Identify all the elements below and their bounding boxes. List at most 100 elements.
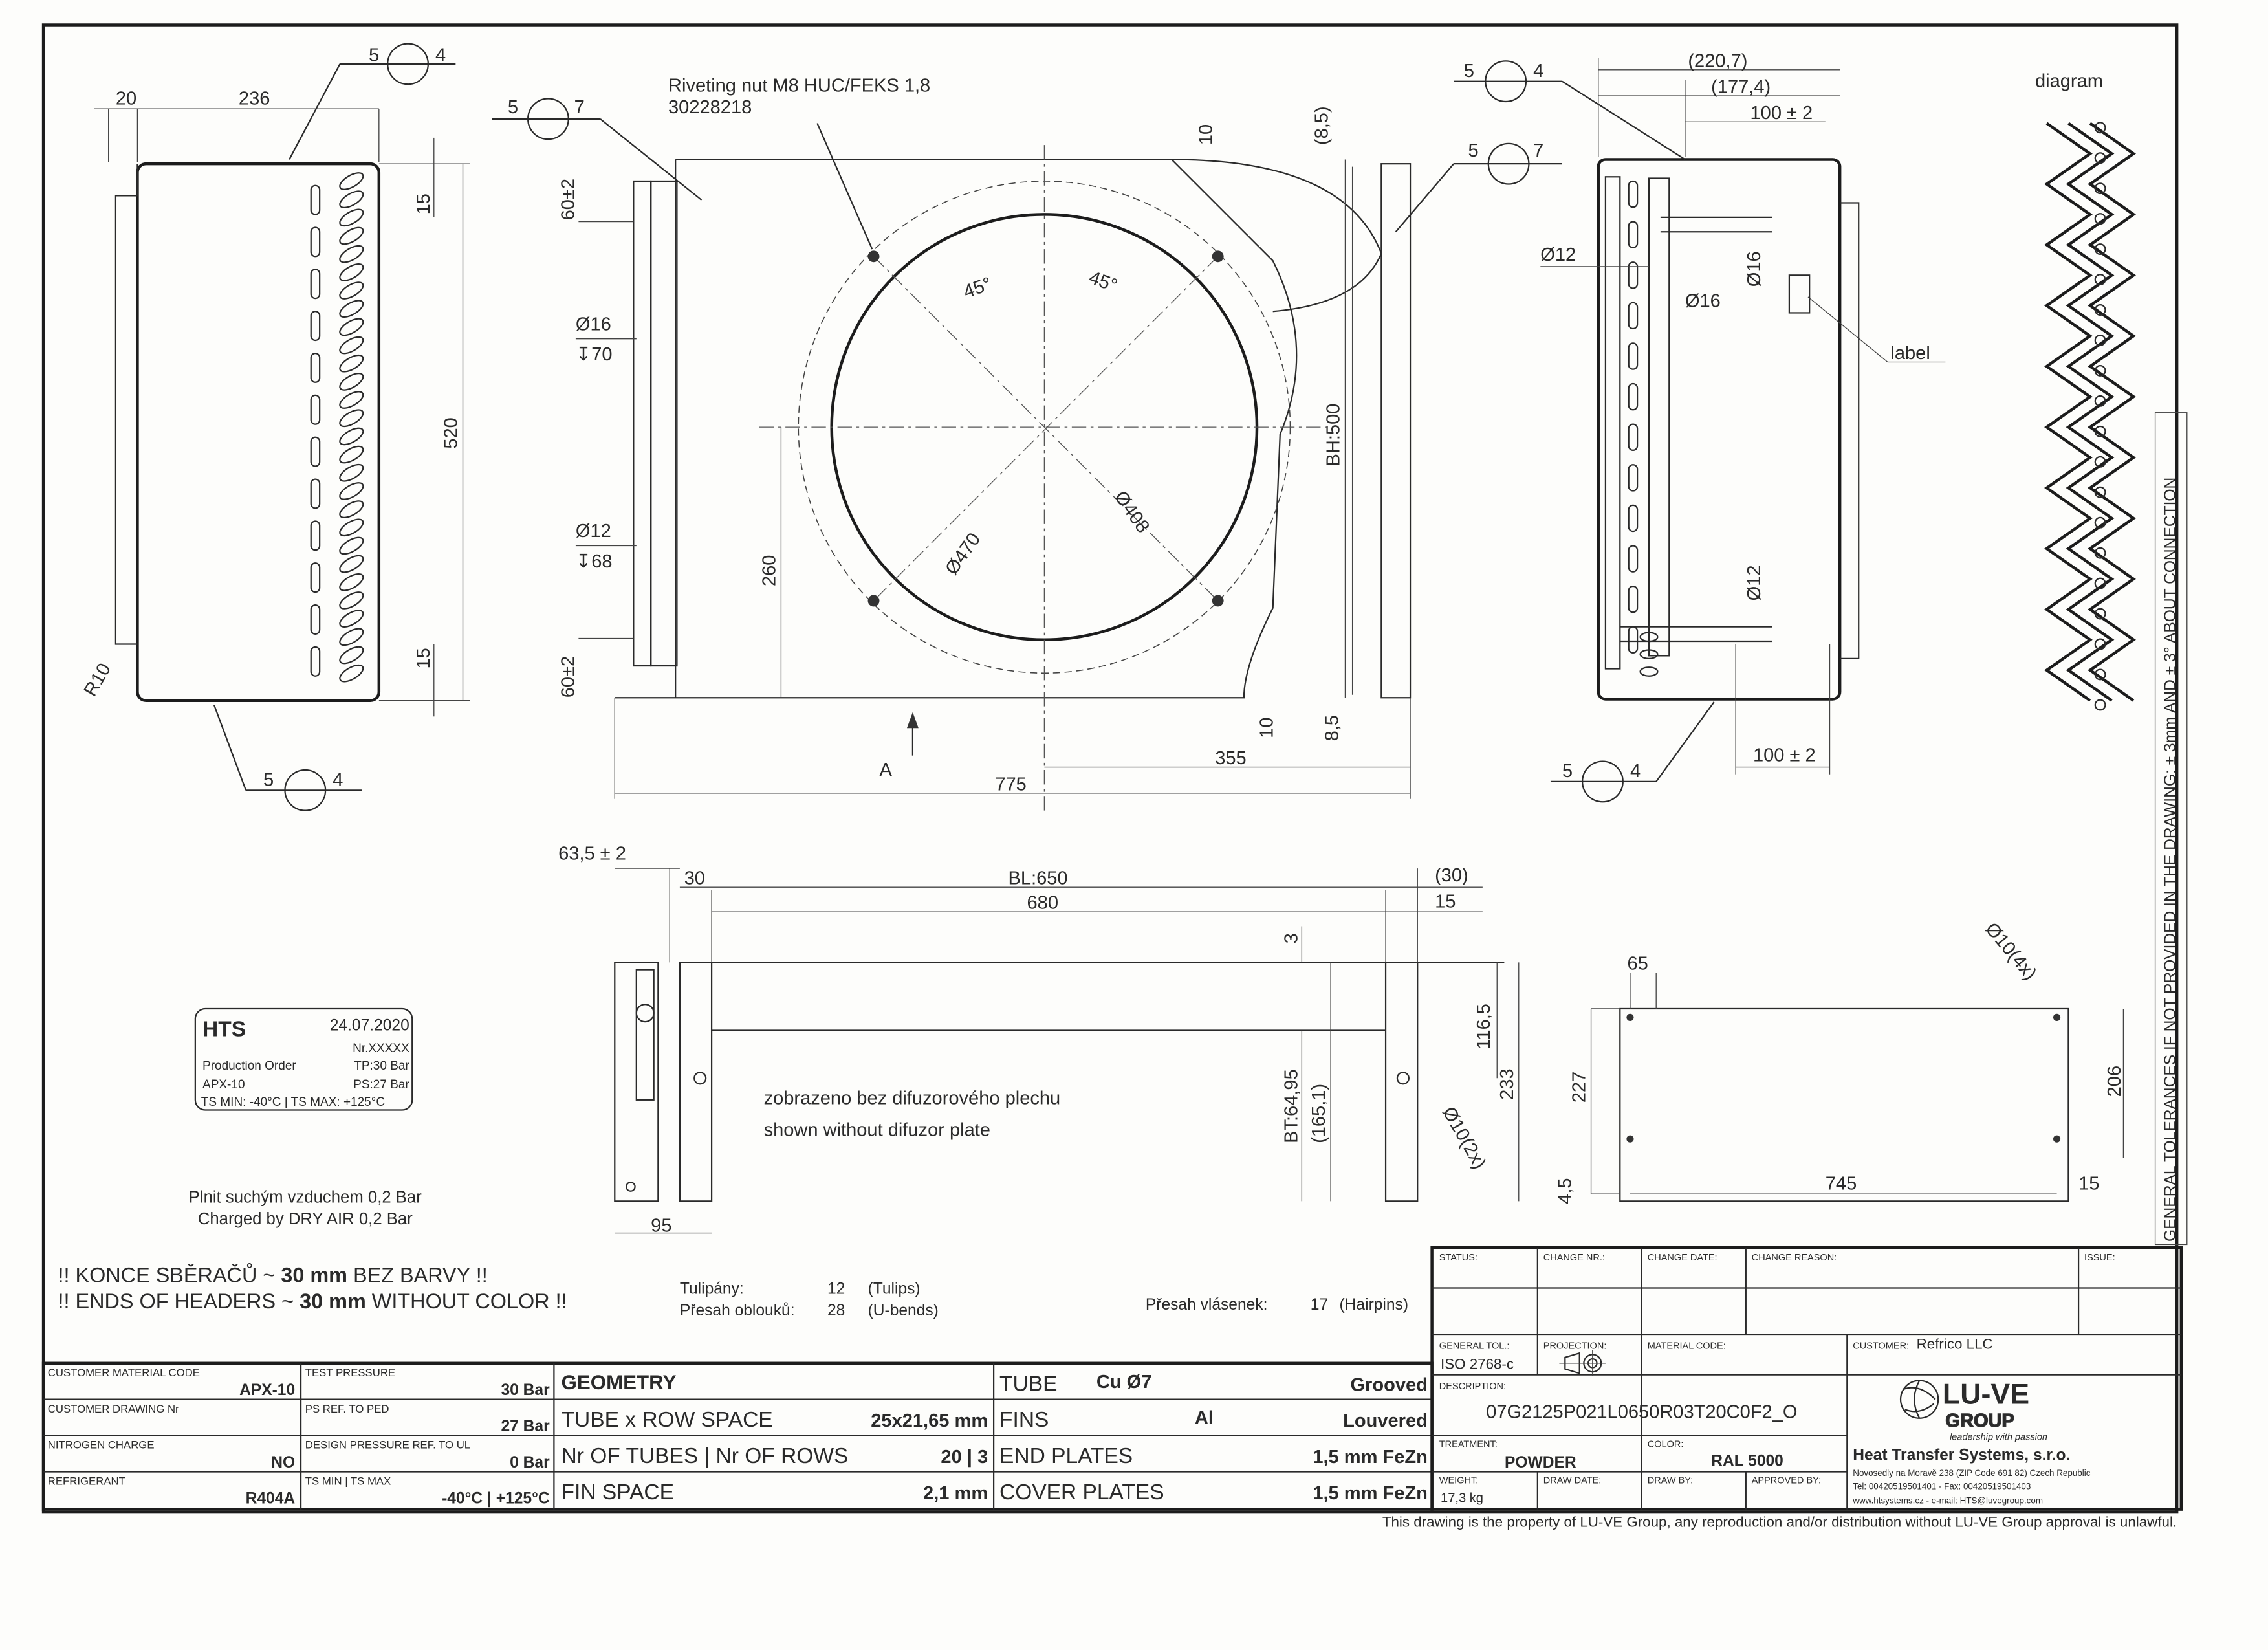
stamp-ps: PS:27 Bar	[353, 1078, 409, 1092]
slot	[1628, 464, 1639, 492]
fin-loop	[339, 226, 364, 245]
fin-loop	[339, 281, 364, 300]
geometry-value: 25x21,65 mm	[871, 1411, 988, 1431]
dim-680: 680	[1027, 893, 1058, 914]
dim-bl650: BL:650	[1008, 868, 1067, 889]
dim-95: 95	[651, 1215, 671, 1236]
slot	[1628, 342, 1639, 370]
dim-10-bottom: 10	[1257, 718, 1278, 738]
slot	[310, 394, 321, 425]
material-value: 1,5 mm FeZn	[1313, 1483, 1428, 1504]
fin-loop	[339, 536, 364, 555]
material-spec: Cu Ø7	[1096, 1372, 1152, 1392]
fin-loop	[339, 518, 364, 537]
geometry-label: TUBE x ROW SPACE	[562, 1408, 773, 1432]
dim-d12-side: Ø12	[1744, 566, 1765, 601]
material-label: TUBE	[999, 1372, 1057, 1396]
slot	[1628, 626, 1639, 654]
fin-loop	[339, 591, 364, 610]
material-label: FINS	[999, 1408, 1049, 1432]
dim-177-4: (177,4)	[1711, 77, 1771, 98]
material-value: 1,5 mm FeZn	[1313, 1447, 1428, 1468]
spec-label: CUSTOMER MATERIAL CODE	[48, 1367, 200, 1379]
slot	[310, 269, 321, 300]
tube-end	[2094, 122, 2106, 134]
tube-end	[2094, 577, 2106, 589]
pressure-label: PS REF. TO PED	[305, 1403, 389, 1415]
dim-depth-70: ↧70	[576, 344, 613, 365]
fin-loop	[339, 646, 364, 665]
tube-end	[1639, 666, 1659, 677]
dim-bt64-95: BT:64,95	[1281, 1069, 1302, 1143]
slot	[310, 478, 321, 509]
general-tol-label: GENERAL TOL.:	[1439, 1341, 1510, 1351]
fin-loop	[339, 445, 364, 464]
tube-end	[2094, 182, 2106, 195]
hairpins-en: (Hairpins)	[1340, 1296, 1409, 1314]
dim-260: 260	[759, 555, 780, 586]
balloon-number: 5	[1468, 140, 1479, 161]
slot	[310, 226, 321, 258]
diagram-title: diagram	[2035, 71, 2103, 92]
slot	[1628, 302, 1639, 330]
spec-label: CUSTOMER DRAWING Nr	[48, 1403, 179, 1415]
dim-236: 236	[239, 88, 270, 109]
riveting-part-number: 30228218	[668, 97, 752, 118]
stamp-tp: TP:30 Bar	[354, 1059, 409, 1073]
headers-note-cz: !! KONCE SBĚRAČŮ ~ 30 mm BEZ BARVY !!	[58, 1262, 487, 1287]
dim-63-5: 63,5 ± 2	[558, 844, 626, 864]
status-label: STATUS:	[1439, 1253, 1477, 1263]
dim-65: 65	[1627, 954, 1648, 974]
slot	[1628, 423, 1639, 452]
pressure-value: 27 Bar	[501, 1418, 551, 1435]
draw-by-label: DRAW BY:	[1648, 1475, 1693, 1486]
dim-d12: Ø12	[576, 521, 611, 542]
dim-4-5: 4,5	[1554, 1178, 1575, 1204]
geometry-label: Nr OF TUBES | Nr OF ROWS	[562, 1444, 849, 1468]
general-tol-value: ISO 2768-c	[1441, 1356, 1514, 1372]
balloon-number: 4	[435, 45, 446, 65]
balloon-number: 7	[574, 97, 585, 118]
color-label: COLOR:	[1648, 1439, 1684, 1449]
hairpins-label: Přesah vlásenek:	[1146, 1296, 1268, 1314]
dim-165-1: (165,1)	[1309, 1084, 1329, 1143]
tube-end	[1639, 632, 1659, 643]
material-value: Grooved	[1350, 1374, 1427, 1395]
dim-30-right: (30)	[1435, 865, 1468, 886]
dim-15-top: 15	[413, 193, 434, 214]
tube-end	[2094, 486, 2106, 498]
riveting-note: Riveting nut M8 HUC/FEKS 1,8	[668, 75, 930, 96]
slot	[310, 352, 321, 383]
tulips-value: 12	[827, 1280, 845, 1297]
dim-520: 520	[441, 417, 462, 448]
fin-loop	[339, 463, 364, 482]
tube-end	[2094, 243, 2106, 256]
title-block: STATUS: CHANGE NR.: CHANGE DATE: CHANGE …	[1430, 1246, 2183, 1511]
dim-116-5: 116,5	[1474, 1004, 1494, 1050]
headers-note-cz-post: BEZ BARVY !!	[347, 1264, 488, 1287]
dim-d16-inner: Ø16	[1685, 291, 1721, 312]
dim-15-side: 15	[2078, 1173, 2099, 1194]
dim-355: 355	[1215, 748, 1246, 769]
fin-loop	[339, 190, 364, 208]
fin-loop	[339, 500, 364, 518]
hairpin-row	[2088, 122, 2136, 702]
tulips-en: (Tulips)	[868, 1280, 921, 1297]
stamp-order: APX-10	[202, 1078, 245, 1092]
spec-value: NO	[271, 1454, 295, 1471]
circuit-diagram: diagram	[2035, 71, 2136, 711]
change-reason-label: CHANGE REASON:	[1752, 1253, 1837, 1263]
fin-loop	[339, 573, 364, 591]
dim-60-top: 60±2	[558, 179, 579, 220]
drawing-frame	[41, 23, 2179, 1514]
headers-note-en-bold: 30 mm	[300, 1290, 366, 1313]
fin-loop	[339, 263, 364, 281]
company-web: www.htsystems.cz - e-mail: HTS@luvegroup…	[1852, 1496, 2043, 1506]
fin-slots	[310, 172, 364, 683]
tube-end	[2094, 516, 2106, 529]
balloon-number: 5	[369, 45, 379, 65]
hairpin-row	[2044, 122, 2093, 702]
